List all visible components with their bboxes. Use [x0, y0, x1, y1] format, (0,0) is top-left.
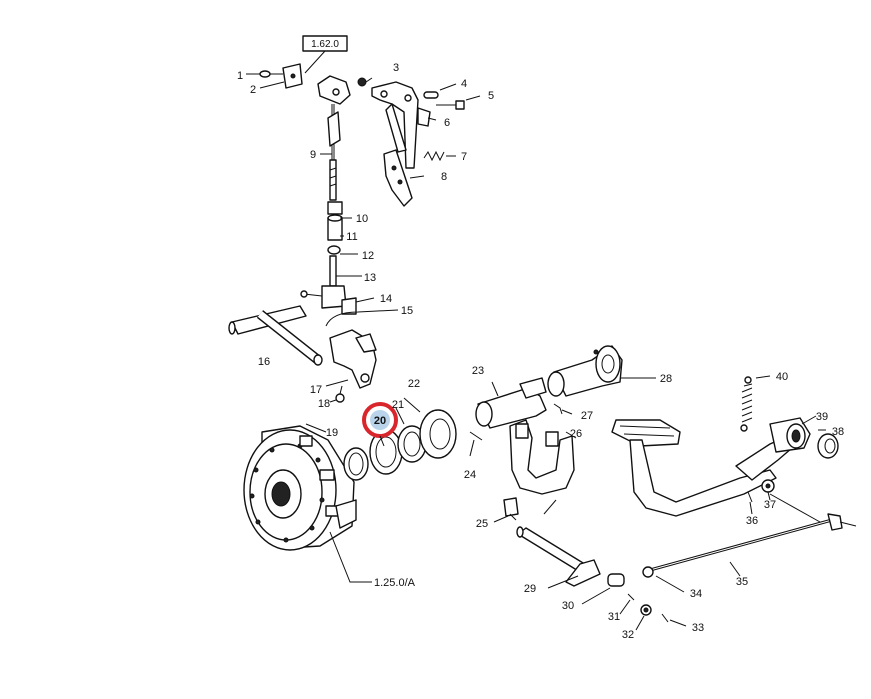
- callout-20: 20: [374, 415, 386, 427]
- svg-text:1.25.0/A: 1.25.0/A: [374, 577, 416, 589]
- callout-9: 9: [310, 149, 316, 161]
- callout-35: 35: [736, 576, 748, 588]
- callout-5: 5: [488, 90, 494, 102]
- callout-22: 22: [408, 378, 420, 390]
- clutch-reference-label[interactable]: 1.25.0/A: [329, 531, 416, 589]
- shaft-and-fork: [228, 305, 377, 403]
- callout-27: 27: [581, 410, 593, 422]
- callout-6: 6: [444, 117, 450, 129]
- callout-40: 40: [776, 371, 788, 383]
- callout-19: 19: [326, 427, 338, 439]
- callout-3: 3: [393, 62, 399, 74]
- callout-30: 30: [562, 600, 574, 612]
- svg-text:1.62.0: 1.62.0: [311, 39, 339, 50]
- clutch-assembly: [243, 423, 357, 551]
- callout-12: 12: [362, 250, 374, 262]
- callout-13: 13: [364, 272, 376, 284]
- callout-17: 17: [310, 384, 322, 396]
- callout-11: 11: [346, 231, 357, 243]
- leader-lines: [246, 73, 826, 631]
- callout-4: 4: [461, 78, 467, 90]
- callout-18: 18: [318, 398, 330, 410]
- callout-21: 21: [392, 399, 404, 411]
- callout-7: 7: [461, 151, 467, 163]
- release-fork: [509, 419, 577, 495]
- callout-34: 34: [690, 588, 702, 600]
- release-bearing-rings: [343, 397, 457, 481]
- callout-33: 33: [692, 622, 704, 634]
- callout-2: 2: [250, 84, 256, 96]
- callout-36: 36: [746, 515, 758, 527]
- callout-10: 10: [356, 213, 368, 225]
- pedal-pivot-and-spring: [740, 376, 839, 459]
- callout-29: 29: [524, 583, 536, 595]
- release-sleeve: [469, 377, 563, 441]
- reference-box-1-62-0[interactable]: 1.62.0: [302, 35, 348, 74]
- highlight-fill: [370, 410, 390, 430]
- callout-28: 28: [660, 373, 672, 385]
- callout-1: 1: [237, 70, 243, 82]
- highlighted-callout-20[interactable]: 20: [362, 402, 398, 447]
- upper-rod-assembly: [259, 63, 357, 315]
- callout-39: 39: [816, 411, 828, 423]
- pedal-bracket-assembly: [357, 77, 465, 207]
- guide-sleeve: [547, 345, 656, 397]
- callout-32: 32: [622, 629, 634, 641]
- callout-15: 15: [401, 305, 413, 317]
- callout-numbers: 1 2 3 4 5 6 7 8 9 10 11 12 13 14 15 16 1…: [237, 62, 844, 641]
- callout-31: 31: [608, 611, 620, 623]
- callout-37: 37: [764, 499, 776, 511]
- callout-23: 23: [472, 365, 484, 377]
- callout-14: 14: [380, 293, 392, 305]
- callout-24: 24: [464, 469, 476, 481]
- callout-25: 25: [476, 518, 488, 530]
- callout-26: 26: [570, 428, 582, 440]
- callout-38: 38: [832, 426, 844, 438]
- callout-8: 8: [441, 171, 447, 183]
- callout-16: 16: [258, 356, 270, 368]
- lower-shaft-assembly: [503, 497, 669, 623]
